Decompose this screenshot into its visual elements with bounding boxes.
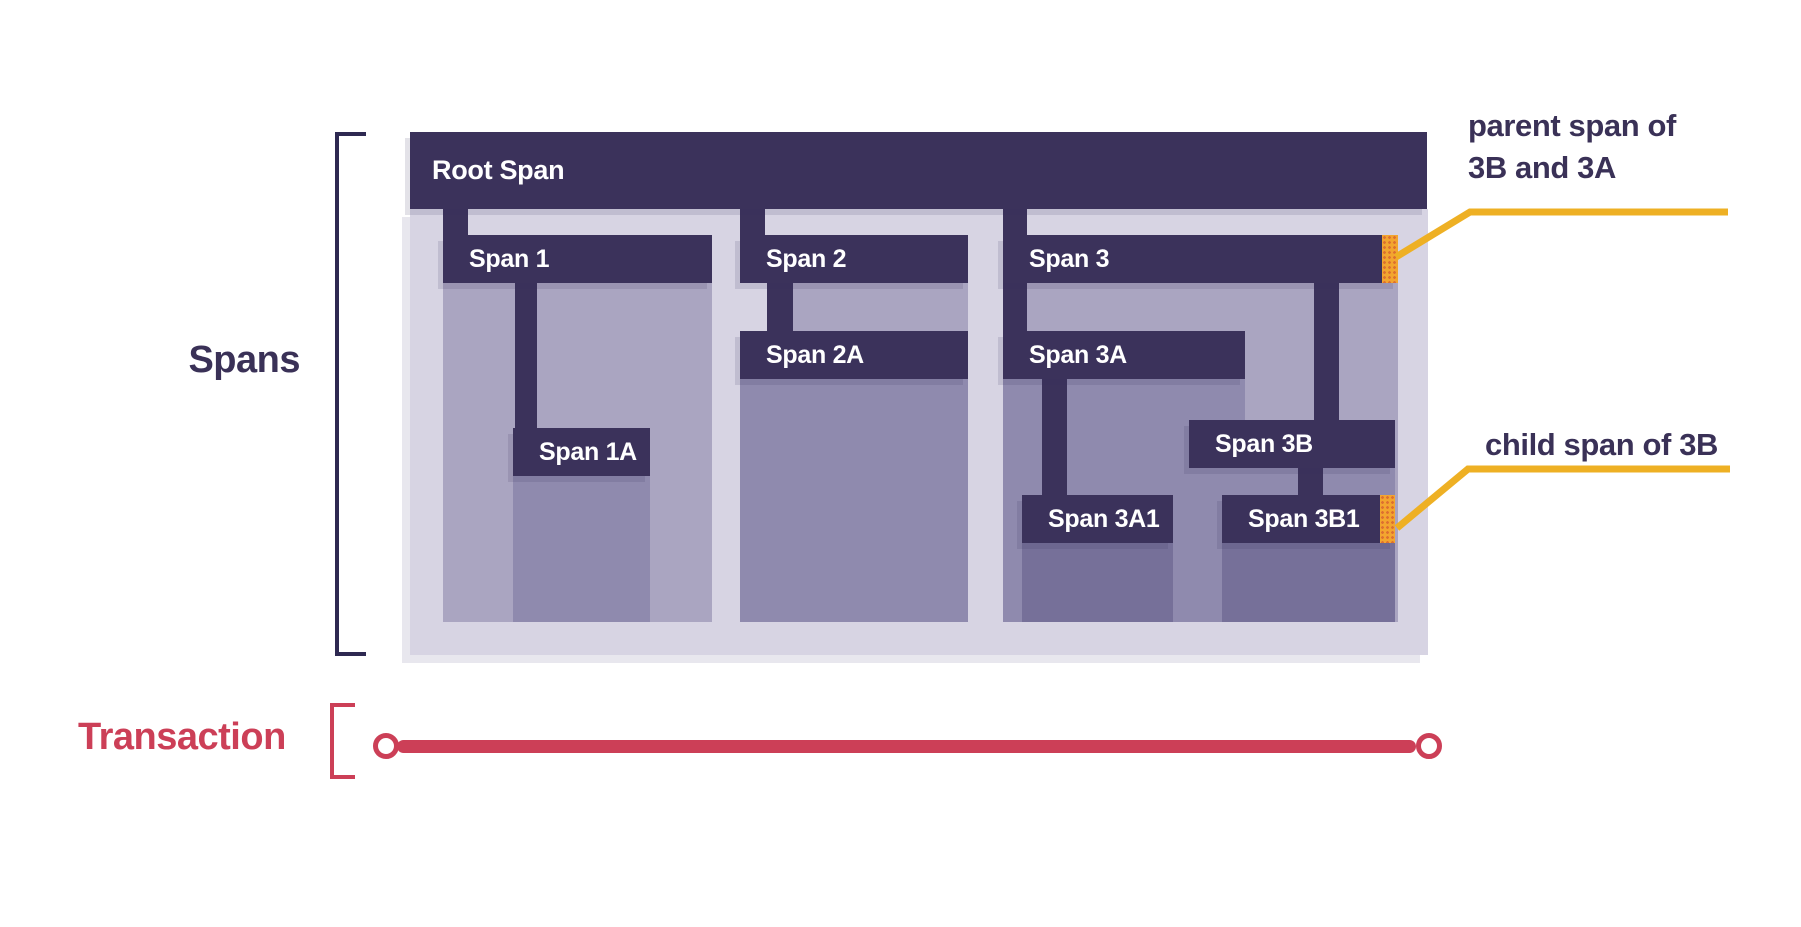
transaction-bracket xyxy=(330,703,355,779)
span-3a1-duration-fill xyxy=(1022,543,1173,622)
span-3-bar: Span 3 xyxy=(1003,235,1398,283)
span-3b-label: Span 3B xyxy=(1215,429,1313,458)
span-2a-duration-fill xyxy=(740,379,968,622)
child-callout-line xyxy=(1394,465,1730,531)
span-2a-label: Span 2A xyxy=(766,340,864,369)
parent-span-annotation: parent span of 3B and 3A xyxy=(1468,105,1676,189)
span-2-bar: Span 2 xyxy=(740,235,968,283)
span-2-label: Span 2 xyxy=(766,244,847,273)
span-3b1-label: Span 3B1 xyxy=(1248,504,1360,533)
child-annotation-text: child span of 3B xyxy=(1485,427,1719,462)
span-3a1-label: Span 3A1 xyxy=(1048,504,1160,533)
span-1-parent-connector xyxy=(443,209,468,237)
transaction-label: Transaction xyxy=(78,716,286,758)
spans-bracket xyxy=(335,132,366,656)
span-1a-duration-fill xyxy=(513,476,650,622)
span-3a-parent-connector xyxy=(1003,283,1027,333)
transaction-end-circle xyxy=(1416,733,1442,759)
span-3b1-parent-connector xyxy=(1298,468,1323,497)
span-2-parent-connector xyxy=(740,209,765,237)
span-3-parent-connector xyxy=(1003,209,1027,237)
span-1-label: Span 1 xyxy=(469,244,550,273)
span-3b-parent-connector xyxy=(1314,283,1339,422)
parent-annotation-line2: 3B and 3A xyxy=(1468,149,1616,185)
span-3a1-bar: Span 3A1 xyxy=(1022,495,1173,543)
span-2a-bar: Span 2A xyxy=(740,331,968,379)
transaction-start-circle xyxy=(373,733,399,759)
root-span-label: Root Span xyxy=(432,155,565,185)
span-1a-label: Span 1A xyxy=(539,437,637,466)
span-2a-parent-connector xyxy=(767,283,793,333)
root-span-bar: Root Span xyxy=(410,132,1427,209)
span-3b1-bar: Span 3B1 xyxy=(1222,495,1395,543)
parent-callout-line xyxy=(1394,208,1728,260)
child-span-annotation: child span of 3B xyxy=(1485,424,1718,466)
span-3a-label: Span 3A xyxy=(1029,340,1127,369)
span-3a1-parent-connector xyxy=(1042,379,1067,497)
parent-annotation-line1: parent span of xyxy=(1468,108,1676,143)
span-1-bar: Span 1 xyxy=(443,235,712,283)
span-3b1-duration-fill xyxy=(1222,543,1395,622)
span-1a-parent-connector xyxy=(515,283,537,430)
span-3a-bar: Span 3A xyxy=(1003,331,1245,379)
span-1a-bar: Span 1A xyxy=(513,428,650,476)
span-3-highlight-marker xyxy=(1382,235,1398,283)
span-3b1-highlight-marker xyxy=(1380,495,1395,543)
span-3b-bar: Span 3B xyxy=(1189,420,1395,468)
spans-label: Spans xyxy=(188,339,300,381)
transaction-timeline-line xyxy=(397,740,1416,753)
span-3-label: Span 3 xyxy=(1029,244,1110,273)
